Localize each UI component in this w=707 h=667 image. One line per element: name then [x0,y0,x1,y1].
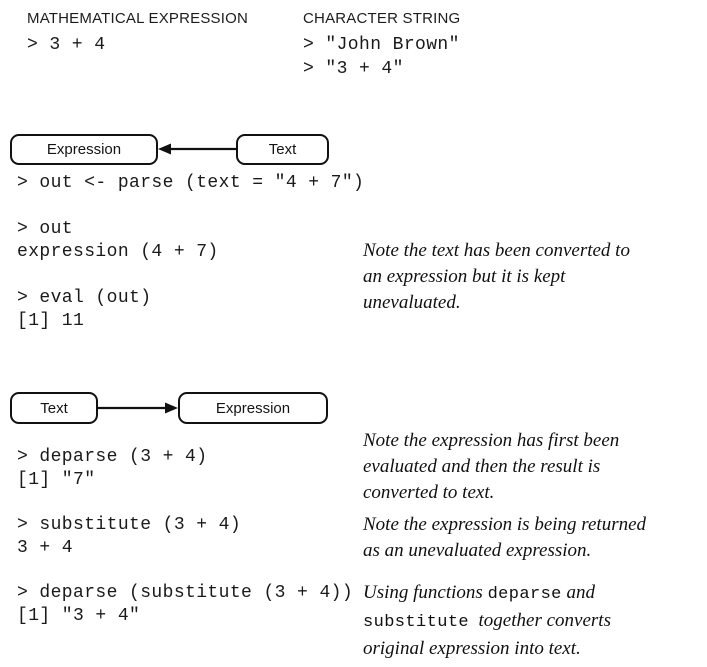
diagram2-expression-label: Expression [215,399,291,417]
diagram2-expression-box: Expression [178,392,328,424]
code-deparse-substitute-block: > deparse (substitute (3 + 4)) [1] "3 + … [17,583,354,626]
code-parse-eval-block: > out <- parse (text = "4 + 7") > out ex… [17,173,365,331]
note-text-converted-unevaluated: Note the text has been converted to an e… [363,240,630,313]
code-substitute-block: > substitute (3 + 4) 3 + 4 [17,515,242,558]
diagram1-text-label: Text [268,141,297,158]
note-unevaluated-expression-returned: Note the expression is being returned as… [363,514,647,561]
arrow-text-to-expression2-icon [98,402,178,414]
heading-character-string: CHARACTER STRING [303,10,461,27]
code-mathematical-expression-example: > 3 + 4 [27,35,106,55]
arrow-text-to-expression-icon [158,143,237,155]
code-character-string-examples: > "John Brown" > "3 + 4" [303,35,460,79]
note-expression-evaluated-converted: Note the expression has first been evalu… [363,430,620,503]
diagram1-text-box: Text [236,134,329,165]
code-deparse-block: > deparse (3 + 4) [1] "7" [17,447,208,490]
diagram1-expression-box: Expression [10,134,158,165]
diagram2-text-box: Text [10,392,98,424]
diagram1-expression-label: Expression [46,141,122,158]
heading-mathematical-expression: MATHEMATICAL EXPRESSION [27,10,249,27]
diagram2-text-label: Text [40,399,68,417]
